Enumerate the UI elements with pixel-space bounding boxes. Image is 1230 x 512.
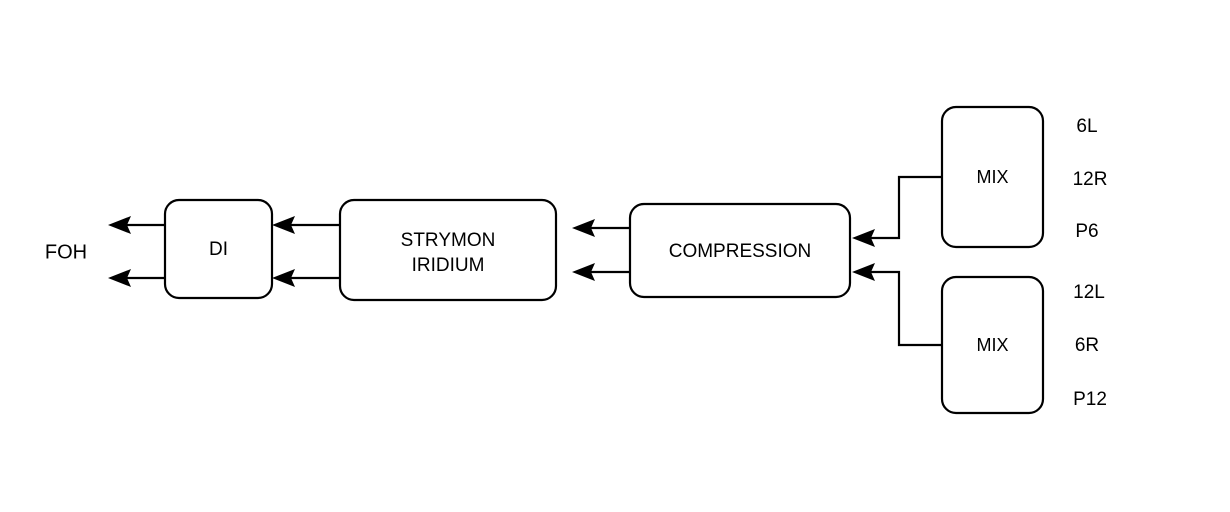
node-mix-top-label: MIX	[976, 167, 1008, 187]
compression-to-strymon-lower-connector	[572, 263, 630, 281]
node-di-label: DI	[209, 239, 228, 260]
node-strymon-iridium[interactable]: STRYMON IRIDIUM	[338, 198, 558, 302]
node-mix-top-shape	[940, 105, 1045, 249]
port-label-12l: 12L	[1073, 282, 1105, 303]
strymon-to-di-lower-connector	[272, 269, 340, 287]
di-to-foh-upper-connector	[108, 216, 165, 234]
port-label-6r: 6R	[1075, 335, 1099, 356]
strymon-to-di-upper-connector	[272, 216, 340, 234]
mix-top-to-compression-line	[869, 175, 942, 240]
compression-to-strymon-upper-arrowhead	[572, 219, 595, 237]
node-strymon-shape	[338, 198, 558, 302]
mix-bottom-to-compression-connector	[852, 263, 942, 347]
compression-to-strymon-lower-arrowhead	[572, 263, 595, 281]
node-mix-top[interactable]: MIX	[940, 105, 1045, 249]
node-strymon-label-line2: IRIDIUM	[412, 255, 485, 276]
mix-bottom-to-compression-line	[869, 270, 942, 347]
node-di-shape	[163, 198, 274, 300]
node-mix-bottom-label: MIX	[976, 335, 1008, 355]
di-to-foh-upper-arrowhead	[108, 216, 131, 234]
mix-bottom-to-compression-arrowhead	[852, 263, 875, 281]
node-mix-bottom[interactable]: MIX	[940, 275, 1045, 415]
node-compression[interactable]: COMPRESSION	[628, 202, 852, 299]
mix-top-to-compression-arrowhead	[852, 229, 875, 247]
port-label-12r: 12R	[1073, 169, 1108, 190]
di-to-foh-lower-connector	[108, 269, 165, 287]
compression-to-strymon-upper-connector	[572, 219, 630, 237]
mix-top-to-compression-connector	[852, 175, 942, 247]
node-compression-label: COMPRESSION	[669, 241, 812, 262]
node-strymon-label-line1: STRYMON	[401, 230, 496, 251]
foh-output-label: FOH	[45, 241, 87, 263]
node-di[interactable]: DI	[163, 198, 274, 300]
port-label-6l: 6L	[1076, 116, 1097, 137]
strymon-to-di-upper-arrowhead	[272, 216, 295, 234]
node-mix-bottom-shape	[940, 275, 1045, 415]
strymon-to-di-lower-arrowhead	[272, 269, 295, 287]
node-compression-shape	[628, 202, 852, 299]
di-to-foh-lower-arrowhead	[108, 269, 131, 287]
port-label-p6: P6	[1075, 221, 1098, 242]
port-label-p12: P12	[1073, 389, 1107, 410]
